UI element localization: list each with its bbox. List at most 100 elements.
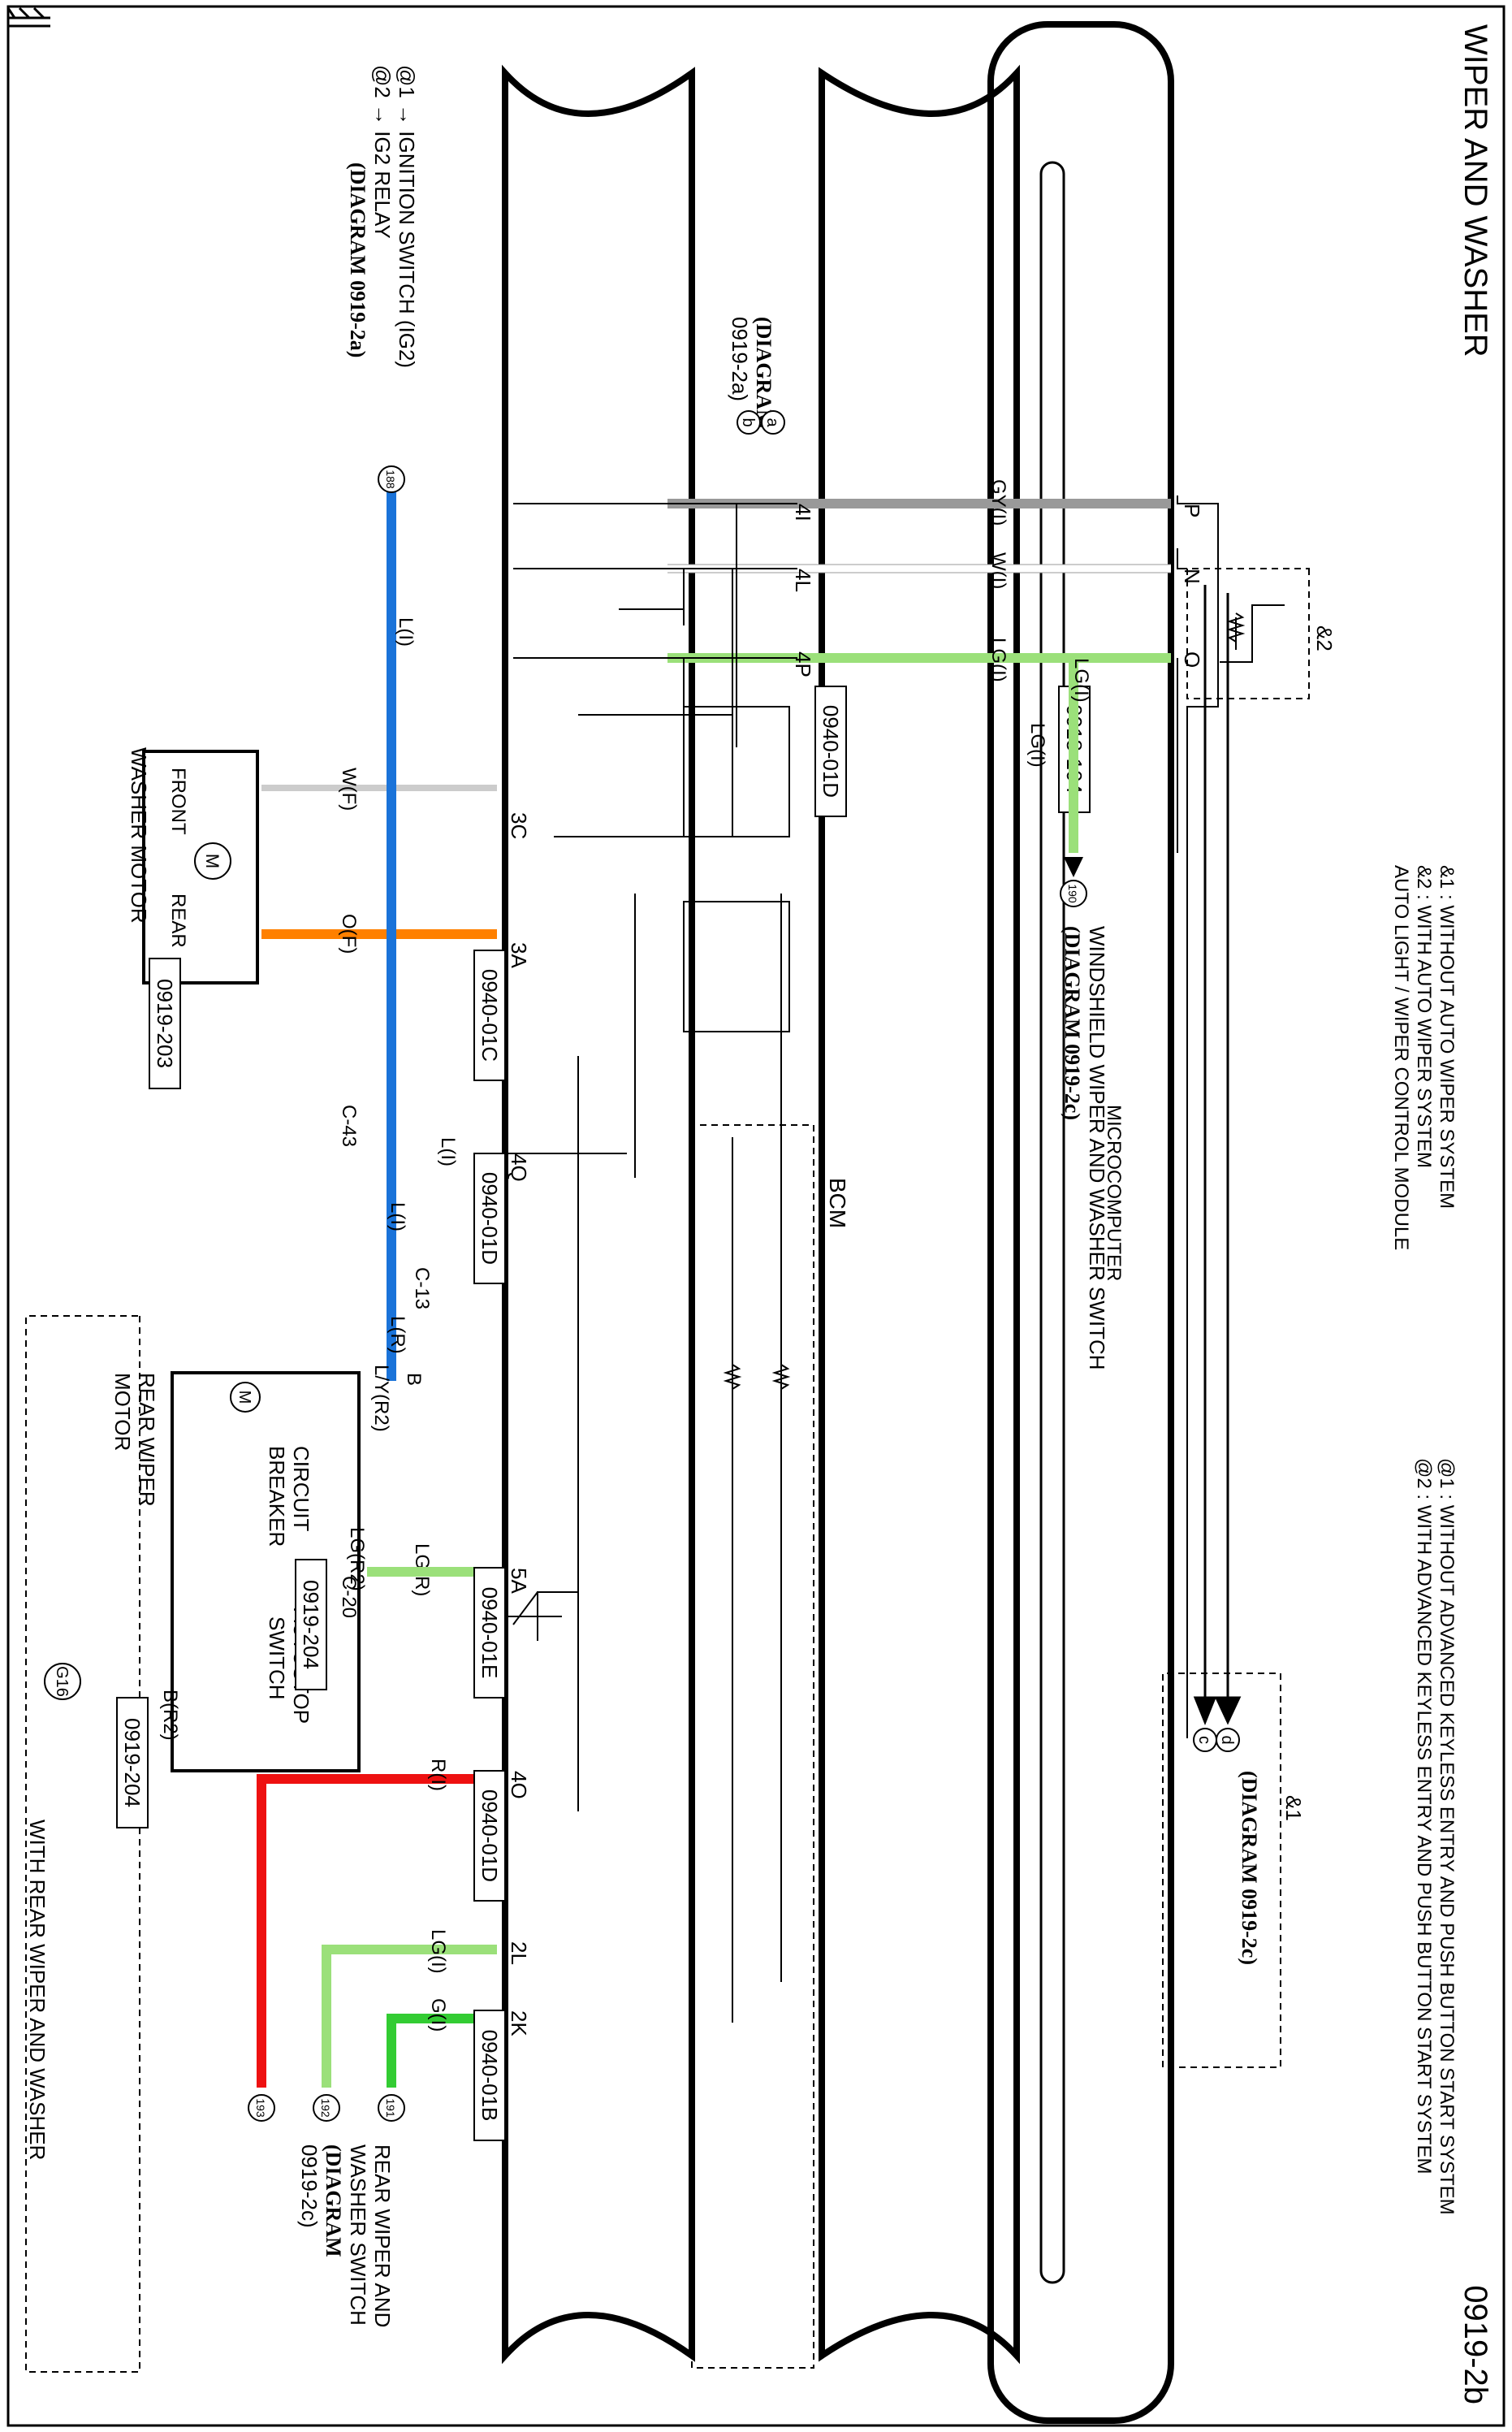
fet-icon <box>505 1591 578 1641</box>
ref-rw-1: REAR WIPER AND <box>370 2144 395 2327</box>
terminal-3C: 3C <box>507 812 531 839</box>
ign-at1: @1 → IGNITION SWITCH (IG2) <box>395 65 419 368</box>
ref-193: 193 <box>254 2098 267 2118</box>
wire-lgi-label: LG(I) <box>427 1929 449 1974</box>
auto-light-module <box>987 21 1174 2424</box>
terminal-3A: 3A <box>507 942 531 968</box>
frame-ground-icon <box>6 6 50 28</box>
note-amp2: &2 : WITH AUTO WIPER SYSTEM <box>1413 865 1435 1168</box>
bcm-outline-left <box>502 64 695 2365</box>
ref-c: c <box>1195 1736 1213 1744</box>
rear-region <box>25 1315 140 2373</box>
bcm-dashed-region <box>691 1124 814 2369</box>
relay-2 <box>683 901 790 1032</box>
connector-0940-01E-box <box>473 1567 506 1699</box>
ign-diagram: (DIAGRAM 0919-2a) <box>346 162 369 357</box>
page-code: 0919-2b <box>1458 2285 1493 2404</box>
wire-lr-label: L(R) <box>387 1316 408 1354</box>
terminal-2K: 2K <box>507 2010 531 2036</box>
wire-lg2-label: LG(I) <box>1070 658 1092 703</box>
wire-li2-label: L(I) <box>437 1137 459 1166</box>
ref-arrows-cd <box>1193 585 1242 1726</box>
ref-a-icon <box>761 410 785 435</box>
note-at1: @1 : WITHOUT ADVANCED KEYLESS ENTRY AND … <box>1436 1458 1458 2215</box>
note-at2: @2 : WITH ADVANCED KEYLESS ENTRY AND PUS… <box>1413 1458 1435 2174</box>
ref-d: d <box>1218 1735 1236 1744</box>
rear-wiper-motor-2: MOTOR <box>110 1373 135 1451</box>
connector-c20: C-20 <box>338 1576 360 1618</box>
connector-0940-01D-c: 0940-01D <box>477 1789 502 1882</box>
circuit-breaker-1: CIRCUIT <box>289 1446 313 1532</box>
note-amp1: &1 : WITHOUT AUTO WIPER SYSTEM <box>1436 865 1458 1209</box>
ref-190: 190 <box>1066 884 1079 903</box>
terminal-O: O <box>1180 651 1204 668</box>
connector-0919-203-box <box>149 958 181 1089</box>
wire-w-label: W(I) <box>987 552 1009 589</box>
ref-193-icon <box>248 2094 275 2122</box>
rear-wiper-motor-box <box>171 1371 361 1772</box>
connector-0919-204-b-box <box>116 1697 149 1828</box>
terminal-5A: 5A <box>507 1568 531 1594</box>
ref-ws-2: (DIAGRAM 0919-2c) <box>1061 926 1084 1120</box>
page-title: WIPER AND WASHER <box>1458 24 1493 357</box>
wire-br2-label: B(R2) <box>159 1690 181 1741</box>
ref-rw-3: (DIAGRAM <box>322 2144 345 2257</box>
page-frame <box>6 5 1506 2427</box>
wire-gi-label: G(I) <box>427 1998 449 2032</box>
connector-0940-01D-b-box <box>473 1153 506 1284</box>
connector-c13: C-13 <box>411 1267 433 1309</box>
microcomputer-box <box>1039 161 1065 2284</box>
connector-0940-01D-b: 0940-01D <box>477 1172 502 1265</box>
bcm-resistors <box>497 1137 791 2023</box>
connector-0919-204-a-box <box>295 1559 327 1690</box>
circuit-breaker-2: BREAKER <box>265 1446 289 1547</box>
wire-gy-label: GY(I) <box>987 479 1009 526</box>
microcomputer-label: MICROCOMPUTER <box>1103 1105 1125 1281</box>
connector-0940-01B-box <box>473 2010 506 2141</box>
washer-motor-box <box>142 750 259 984</box>
wire-ri-red <box>257 1774 497 2088</box>
bcm-internal-circuit <box>513 503 797 1811</box>
wire-of-label: O(F) <box>338 914 360 954</box>
wire-lg3-label: LG(I) <box>1026 723 1048 768</box>
terminal-P: P <box>1180 504 1204 517</box>
ref-rw-2: WASHER SWITCH <box>346 2144 370 2326</box>
wire-b-label: B <box>403 1373 425 1386</box>
washer-rear: REAR <box>167 894 189 948</box>
amp2-circuit <box>1220 604 1285 663</box>
connector-0940-01D-a-box <box>814 686 847 817</box>
ref-rw-4: 0919-2c) <box>297 2144 322 2228</box>
wire-gi-green <box>387 2014 497 2088</box>
ref-a: a <box>763 418 781 427</box>
connector-0940-01B: 0940-01B <box>477 2030 502 2122</box>
rear-wiper-motor-1: REAR WIPER <box>135 1373 159 1507</box>
wire-lgi-green <box>322 1945 497 2088</box>
connector-0940-01E: 0940-01E <box>477 1587 502 1679</box>
connector-0919-204-a: 0919-204 <box>299 1580 323 1669</box>
wire-li3-label: L(I) <box>387 1202 408 1231</box>
washer-motor-label: WASHER MOTOR <box>127 747 151 924</box>
ref-b-icon <box>737 410 761 435</box>
rear-motor-m: M <box>235 1391 253 1404</box>
ref-188-icon <box>378 465 405 493</box>
ref-191-icon <box>378 2094 405 2122</box>
ref-ab-diagram-2: 0919-2a) <box>728 317 752 401</box>
connector-c43: C-43 <box>338 1105 360 1147</box>
amp2-tag: &2 <box>1312 625 1337 651</box>
ref-188: 188 <box>384 470 397 489</box>
amp1-tag: &1 <box>1281 1795 1306 1821</box>
washer-motor-m: M <box>202 854 222 868</box>
wire-li-label: L(I) <box>395 617 417 647</box>
connector-0940-01C: 0940-01C <box>477 969 502 1062</box>
wire-ri-label: R(I) <box>427 1759 449 1791</box>
autostop-2: SWITCH <box>265 1616 289 1700</box>
wire-wf-label: W(F) <box>338 768 360 811</box>
pin-traces <box>1177 495 1219 1738</box>
ref-b: b <box>739 418 757 426</box>
rear-motor-m-icon <box>230 1382 261 1413</box>
ref-190-icon <box>1060 880 1087 907</box>
bcm-outline <box>819 64 1020 2365</box>
terminal-4L: 4L <box>791 569 815 592</box>
ref-cd-diagram: (DIAGRAM 0919-2c) <box>1238 1771 1261 1965</box>
